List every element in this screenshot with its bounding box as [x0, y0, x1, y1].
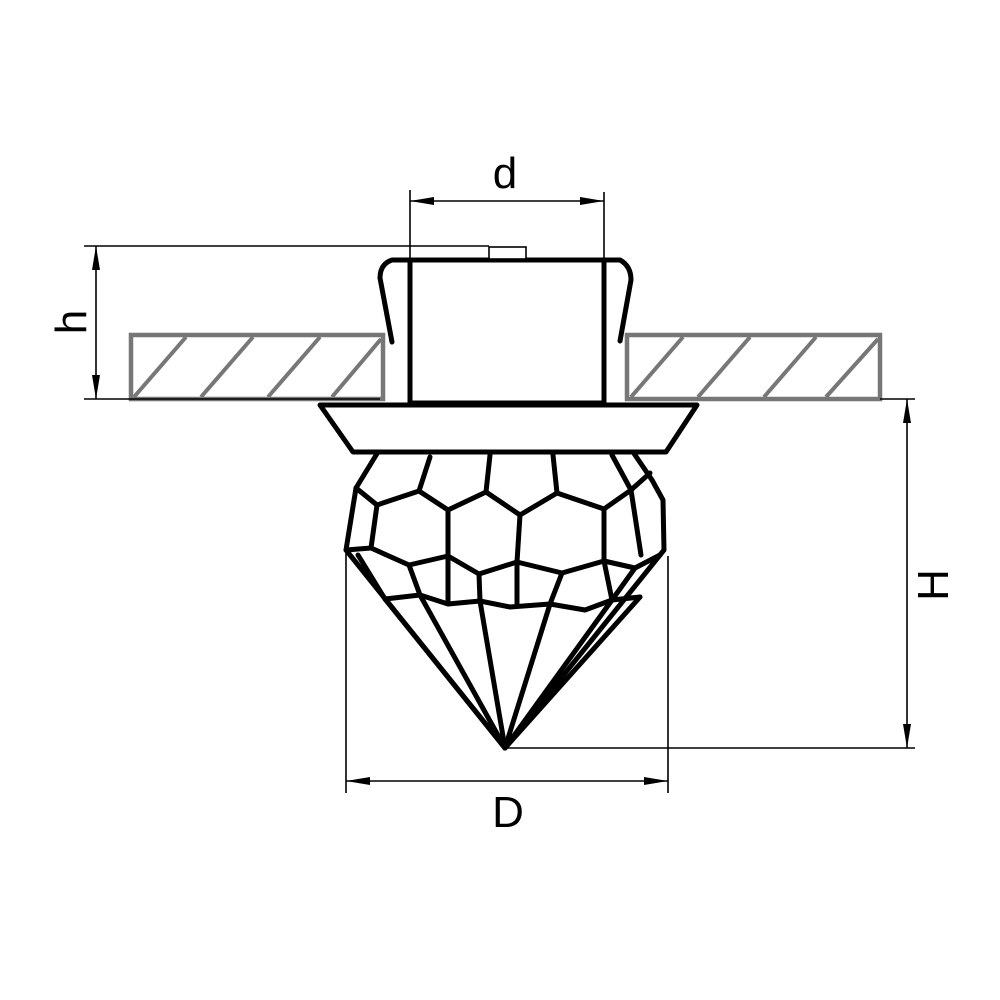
dimension-d: d: [409, 149, 605, 258]
ceiling-section-right: [624, 332, 883, 402]
dimension-label-D: D: [492, 788, 524, 837]
crystal: [343, 449, 667, 751]
spring-clip-left: [377, 257, 413, 345]
dimension-h: h: [47, 245, 489, 400]
spring-clip-right: [601, 257, 634, 344]
dimension-H: H: [508, 398, 958, 749]
dimension-label-h: h: [47, 310, 96, 334]
dimension-label-H: H: [909, 569, 958, 601]
mounting-body: [377, 246, 634, 406]
ceiling-section-left: [128, 332, 386, 402]
dimension-D: D: [345, 550, 669, 837]
trim-ring: [317, 402, 700, 455]
dimension-label-d: d: [493, 149, 517, 198]
